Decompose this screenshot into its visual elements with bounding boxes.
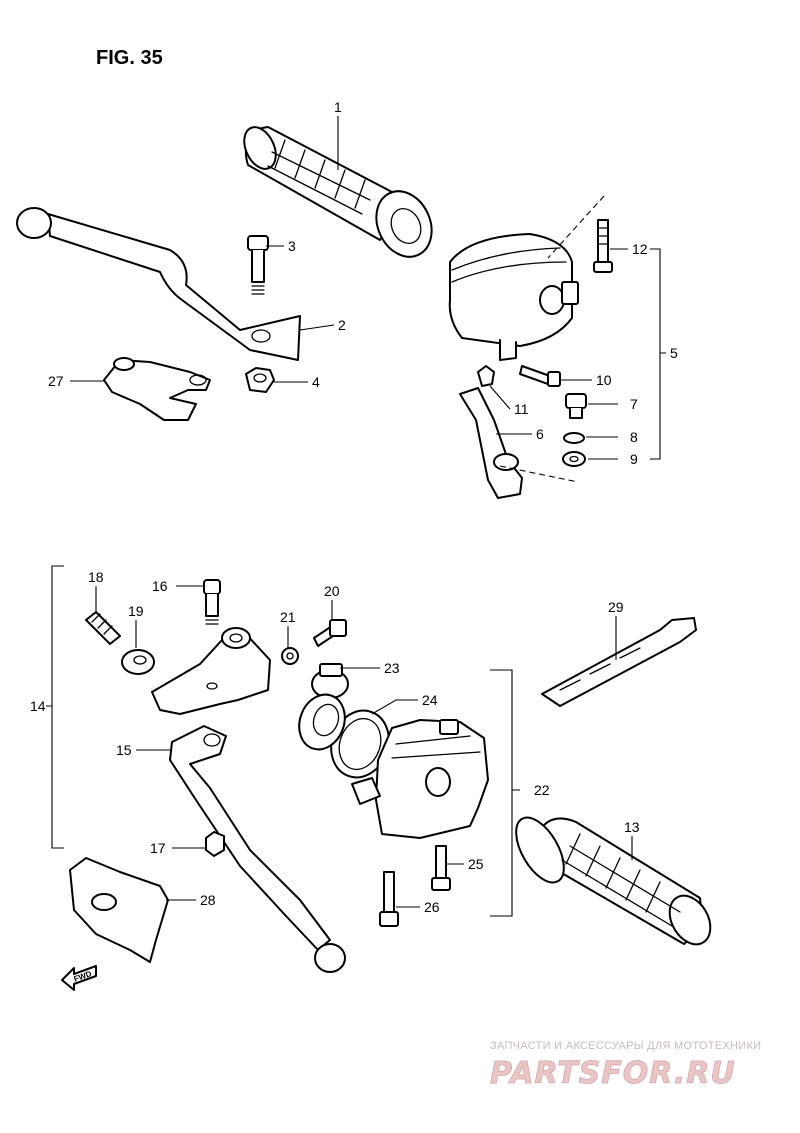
- leader-11: [489, 385, 511, 410]
- callout-7: 7: [630, 396, 638, 412]
- callout-1: 1: [334, 99, 342, 115]
- screw-25-part: [431, 845, 451, 891]
- leader-2: [299, 324, 335, 331]
- clamp-23-part: [311, 663, 349, 699]
- callout-14: 14: [30, 698, 46, 714]
- fwd-arrow-icon: FWD: [61, 965, 97, 991]
- cable-bracket-part: [459, 387, 523, 499]
- leader-24: [371, 699, 418, 715]
- grip-left-part: [243, 126, 433, 258]
- callout-11: 11: [514, 401, 529, 417]
- callout-15: 15: [116, 742, 132, 758]
- watermark-logo: PARTSFOR.RU: [490, 1056, 736, 1091]
- callout-28: 28: [200, 892, 216, 908]
- callout-29: 29: [608, 599, 624, 615]
- bracket-5: [650, 248, 666, 460]
- callout-5: 5: [670, 345, 678, 361]
- bracket-14: [46, 565, 64, 849]
- collar-part: [298, 693, 346, 751]
- callout-22: 22: [534, 782, 550, 798]
- lever-upper-part: [16, 207, 301, 361]
- callout-24: 24: [422, 692, 438, 708]
- pin-16-part: [203, 579, 221, 625]
- strap-29-part: [541, 617, 697, 707]
- nut-17-part: [205, 831, 225, 857]
- bracket-22: [490, 669, 520, 917]
- callout-17: 17: [150, 840, 166, 856]
- nut-19-part: [121, 649, 155, 675]
- callout-2: 2: [338, 317, 346, 333]
- screw-26-part: [379, 871, 399, 927]
- lever-perch-part: [151, 627, 271, 715]
- nut-11-part: [477, 365, 495, 387]
- callout-3: 3: [288, 238, 296, 254]
- callout-27: 27: [48, 373, 64, 389]
- callout-18: 18: [88, 569, 104, 585]
- adjuster-18-part: [85, 611, 121, 645]
- callout-10: 10: [596, 372, 612, 388]
- bolt-20-part: [313, 619, 347, 647]
- cover-28-part: [69, 857, 169, 963]
- washer-9-part: [562, 451, 586, 467]
- callout-6: 6: [536, 426, 544, 442]
- screw-12-part: [593, 219, 613, 273]
- lever-lower-part: [169, 725, 346, 973]
- switch-housing-lower-part: [351, 719, 489, 839]
- callout-16: 16: [152, 578, 168, 594]
- nut-upper-part: [245, 367, 275, 393]
- washer-8-part: [563, 432, 585, 444]
- callout-26: 26: [424, 899, 440, 915]
- callout-19: 19: [128, 603, 144, 619]
- callout-4: 4: [312, 374, 320, 390]
- callout-23: 23: [384, 660, 400, 676]
- callout-13: 13: [624, 819, 640, 835]
- callout-9: 9: [630, 451, 638, 467]
- grip-right-part: [515, 816, 712, 946]
- screw-10-part: [519, 365, 561, 387]
- callout-20: 20: [324, 583, 340, 599]
- washer-21-part: [281, 647, 299, 665]
- dash-line-bracket: [499, 465, 579, 483]
- dash-line-housing: [547, 195, 605, 259]
- callout-25: 25: [468, 856, 484, 872]
- switch-housing-upper-part: [448, 233, 579, 361]
- bracket-27-part: [103, 357, 211, 421]
- callout-8: 8: [630, 429, 638, 445]
- callout-21: 21: [280, 609, 296, 625]
- callout-12: 12: [632, 241, 648, 257]
- watermark-tagline: ЗАПЧАСТИ И АКСЕССУАРЫ ДЛЯ МОТОТЕХНИКИ: [490, 1040, 761, 1052]
- pivot-bolt-part: [247, 235, 269, 295]
- figure-title: FIG. 35: [96, 47, 163, 69]
- screw-7-part: [565, 393, 587, 419]
